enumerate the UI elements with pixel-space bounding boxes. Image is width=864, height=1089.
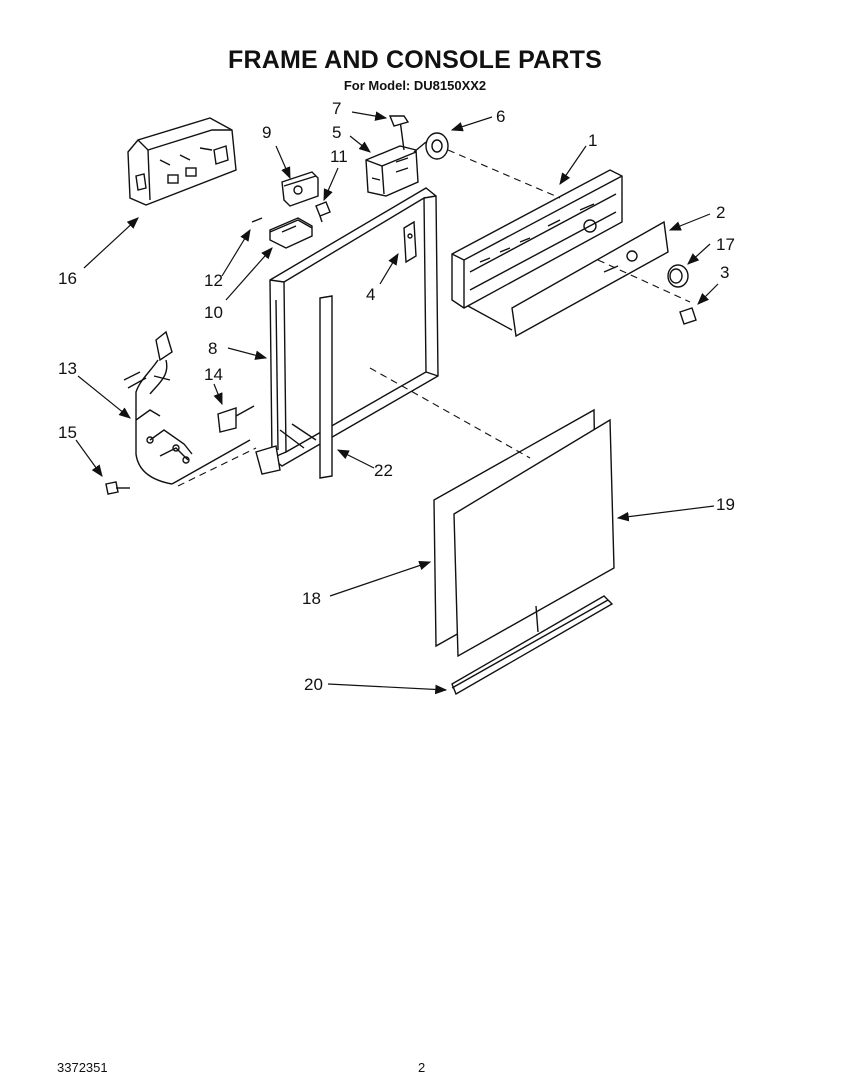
leader-2 (668, 213, 711, 231)
leader-20 (327, 683, 448, 695)
callout-13: 13 (58, 359, 77, 378)
leader-8 (227, 347, 268, 360)
leader-16 (83, 217, 139, 269)
part-13-wire-harness (123, 330, 251, 485)
callout-2: 2 (716, 203, 725, 222)
part-17-knob (667, 264, 689, 288)
leader-19 (616, 505, 715, 522)
document-number: 3372351 (57, 1060, 108, 1075)
part-9-latch-bracket (281, 171, 319, 207)
callout-12: 12 (204, 271, 223, 290)
part-6-cam (413, 132, 449, 160)
guide-line (597, 259, 691, 303)
leader-17 (687, 243, 711, 265)
part-14-switch (217, 405, 255, 433)
part-19-door-panel-front (453, 418, 615, 658)
callout-14: 14 (204, 365, 223, 384)
leader-9 (275, 145, 291, 180)
leader-18 (329, 560, 432, 597)
part-20-bottom-trim (451, 595, 614, 696)
part-16-control-housing (127, 117, 237, 206)
callout-15: 15 (58, 423, 77, 442)
callout-19: 19 (716, 495, 735, 514)
leader-15 (75, 439, 103, 477)
callout-22: 22 (374, 461, 393, 480)
leader-1 (559, 145, 587, 185)
part-2-control-panel (511, 220, 669, 338)
callout-18: 18 (302, 589, 321, 608)
part-11-clip (315, 201, 331, 223)
guide-line (447, 149, 561, 199)
callout-20: 20 (304, 675, 323, 694)
leader-11 (323, 167, 339, 202)
callout-8: 8 (208, 339, 217, 358)
callout-6: 6 (496, 107, 505, 126)
part-10-latch (269, 217, 313, 249)
part-7-screw (388, 115, 410, 127)
leader-4 (379, 252, 399, 285)
page-number: 2 (418, 1060, 426, 1075)
leader-12 (221, 228, 251, 277)
leader-3 (697, 283, 719, 305)
callout-4: 4 (366, 285, 375, 304)
callout-11: 11 (330, 147, 348, 166)
part-22-strip (319, 295, 333, 479)
part-1-console (451, 169, 623, 331)
callout-1: 1 (588, 131, 597, 150)
callout-9: 9 (262, 123, 271, 142)
callout-10: 10 (204, 303, 223, 322)
part-12-screw (251, 217, 263, 223)
model-subtitle: For Model: DU8150XX2 (343, 78, 487, 93)
callout-3: 3 (720, 263, 729, 282)
callout-7: 7 (332, 99, 341, 118)
callout-17: 17 (716, 235, 735, 254)
leader-10 (225, 247, 273, 301)
leader-14 (213, 383, 223, 406)
leader-22 (336, 449, 375, 469)
callout-16: 16 (58, 269, 77, 288)
guide-line (177, 447, 257, 487)
part-15-screw (105, 481, 130, 495)
part-5-switch (365, 119, 419, 197)
page-title: FRAME AND CONSOLE PARTS (227, 46, 603, 74)
guide-line (369, 367, 531, 459)
callout-5: 5 (332, 123, 341, 142)
leader-7 (351, 111, 388, 121)
leader-5 (349, 135, 371, 153)
part-3-button (679, 307, 697, 325)
leader-6 (450, 116, 493, 132)
part-4-hinge (403, 220, 417, 264)
leader-13 (77, 375, 131, 419)
